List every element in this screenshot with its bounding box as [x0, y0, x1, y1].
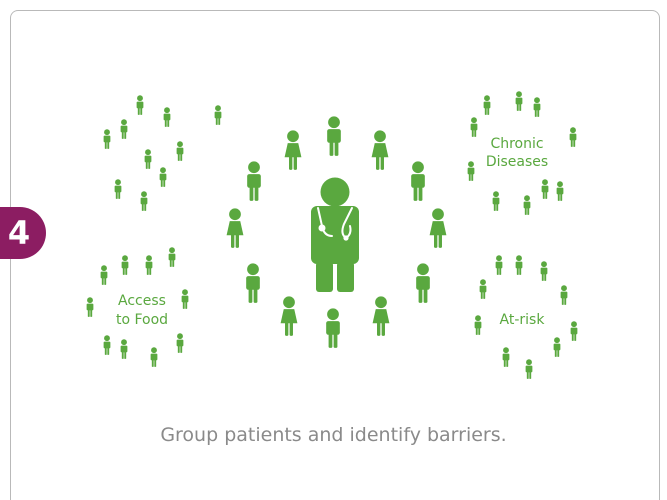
person-icon [176, 333, 184, 353]
person-icon [553, 337, 561, 357]
person-icon [327, 116, 341, 156]
person-icon [502, 347, 510, 367]
person-icon [515, 255, 523, 275]
person-icon [569, 127, 577, 147]
person-icon [246, 263, 260, 303]
person-icon [280, 296, 298, 336]
person-icon [120, 119, 128, 139]
person-icon [103, 335, 111, 355]
group-label-food-line2: to Food [116, 312, 168, 328]
person-icon [483, 95, 491, 115]
person-icon [168, 247, 176, 267]
person-icon [247, 161, 261, 201]
person-icon [163, 107, 171, 127]
person-icon [326, 308, 340, 348]
person-icon [159, 167, 167, 187]
person-icon [533, 97, 541, 117]
person-icon [226, 208, 244, 248]
person-icon [416, 263, 430, 303]
person-icon [100, 265, 108, 285]
person-icon [176, 141, 184, 161]
doctor-icon [311, 177, 359, 292]
person-icon [284, 130, 302, 170]
person-icon [515, 91, 523, 111]
person-icon [120, 339, 128, 359]
person-icon [523, 195, 531, 215]
person-icon [103, 129, 111, 149]
person-icon [136, 95, 144, 115]
group-label-food-line1: Access [118, 293, 166, 309]
person-icon [467, 161, 475, 181]
person-icon [371, 130, 389, 170]
person-icon [372, 296, 390, 336]
person-icon [150, 347, 158, 367]
person-icon [540, 261, 548, 281]
person-icon [492, 191, 500, 211]
person-icon [411, 161, 425, 201]
step-badge: 4 [0, 207, 46, 259]
person-icon [525, 359, 533, 379]
person-icon [470, 117, 478, 137]
person-icon [479, 279, 487, 299]
person-icon [214, 105, 222, 125]
person-icon [560, 285, 568, 305]
group-label-chronic-line1: Chronic [490, 136, 543, 152]
person-icon [541, 179, 549, 199]
person-icon [474, 315, 482, 335]
person-icon [114, 179, 122, 199]
person-icon [570, 321, 578, 341]
person-icon [121, 255, 129, 275]
person-icon [556, 181, 564, 201]
person-icon [144, 149, 152, 169]
person-icon [86, 297, 94, 317]
group-label-chronic-line2: Diseases [486, 154, 548, 170]
group-label-atrisk: At-risk [500, 312, 546, 328]
caption-text: Group patients and identify barriers. [160, 424, 507, 446]
person-icon [495, 255, 503, 275]
person-icon [181, 289, 189, 309]
person-icon [140, 191, 148, 211]
person-icon [429, 208, 447, 248]
person-icon [145, 255, 153, 275]
